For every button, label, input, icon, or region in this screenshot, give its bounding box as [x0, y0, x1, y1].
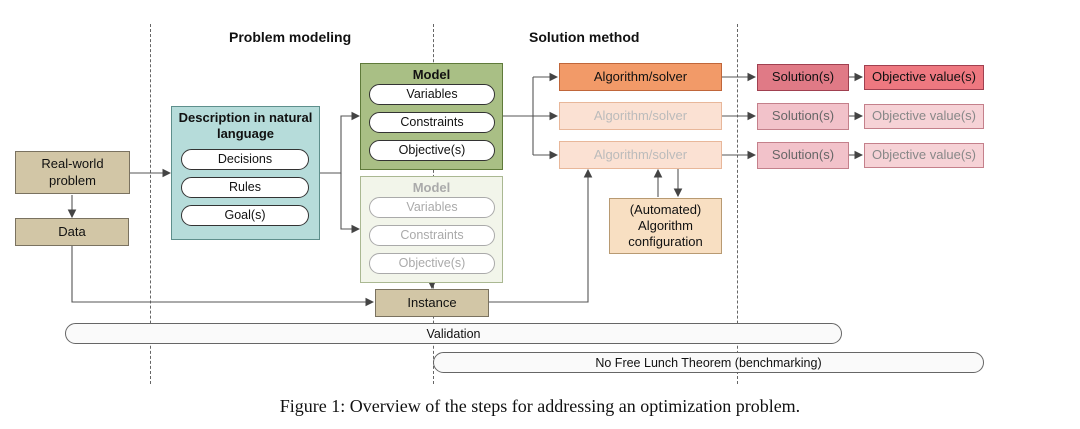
objective-value-label-3: Objective value(s): [871, 147, 977, 163]
no-free-lunch-label: No Free Lunch Theorem (benchmarking): [595, 355, 822, 370]
solution-box-3: Solution(s): [757, 142, 849, 169]
model-box: Model Variables Constraints Objective(s): [360, 63, 503, 170]
validation-label: Validation: [426, 326, 481, 341]
figure-caption: Figure 1: Overview of the steps for addr…: [279, 396, 801, 416]
instance-box: Instance: [375, 289, 489, 317]
algorithm-solver-box-2: Algorithm/solver: [559, 102, 722, 130]
model-item-constraints: Constraints: [369, 112, 495, 133]
objective-value-box-3: Objective value(s): [864, 143, 984, 168]
model-item-objectives: Objective(s): [369, 140, 495, 161]
solution-label-1: Solution(s): [771, 69, 835, 85]
model-faded-item-constraints: Constraints: [369, 225, 495, 246]
algorithm-solver-label-1: Algorithm/solver: [593, 68, 688, 84]
solution-label-3: Solution(s): [771, 147, 835, 163]
model-faded-item-objectives: Objective(s): [369, 253, 495, 274]
automated-config-label: (Automated) Algorithm configuration: [628, 201, 703, 250]
objective-value-box-2: Objective value(s): [864, 104, 984, 129]
algorithm-solver-label-3: Algorithm/solver: [593, 146, 688, 162]
description-item-rules: Rules: [181, 177, 309, 198]
objective-value-label-1: Objective value(s): [871, 69, 977, 85]
model-item-variables: Variables: [369, 84, 495, 105]
no-free-lunch-bar: No Free Lunch Theorem (benchmarking): [433, 352, 984, 373]
algorithm-solver-box-3: Algorithm/solver: [559, 141, 722, 169]
model-faded-title: Model: [412, 180, 451, 195]
algorithm-solver-label-2: Algorithm/solver: [593, 107, 688, 123]
instance-label: Instance: [407, 294, 457, 310]
real-world-problem-box: Real-world problem: [15, 151, 130, 194]
data-label: Data: [58, 223, 86, 239]
description-box: Description in natural language Decision…: [171, 106, 320, 240]
description-title: Description in natural language: [178, 110, 313, 141]
validation-bar: Validation: [65, 323, 842, 344]
header-solution-method: Solution method: [529, 29, 640, 45]
solution-box-2: Solution(s): [757, 103, 849, 130]
algorithm-solver-box-1: Algorithm/solver: [559, 63, 722, 91]
model-faded-item-variables: Variables: [369, 197, 495, 218]
real-world-problem-label: Real-world problem: [41, 156, 104, 188]
objective-value-label-2: Objective value(s): [871, 108, 977, 124]
separator-line-left: [150, 24, 151, 384]
model-box-faded: Model Variables Constraints Objective(s): [360, 176, 503, 283]
description-item-goals: Goal(s): [181, 205, 309, 226]
solution-box-1: Solution(s): [757, 64, 849, 91]
header-problem-modeling: Problem modeling: [229, 29, 352, 45]
separator-line-right: [737, 24, 738, 384]
data-box: Data: [15, 218, 129, 246]
solution-label-2: Solution(s): [771, 108, 835, 124]
objective-value-box-1: Objective value(s): [864, 65, 984, 90]
model-title: Model: [412, 67, 451, 82]
automated-config-box: (Automated) Algorithm configuration: [609, 198, 722, 254]
description-item-decisions: Decisions: [181, 149, 309, 170]
